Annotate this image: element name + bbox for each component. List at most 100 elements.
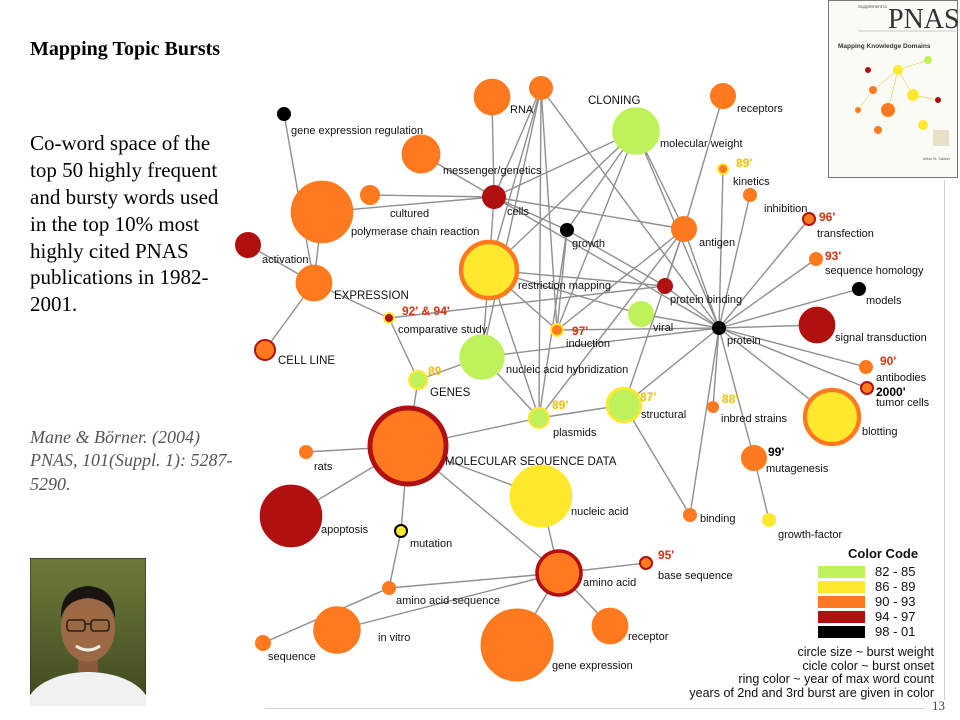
edge-tumor_cells-protein: [718, 327, 868, 389]
legend-note: ring color ~ year of max word count: [738, 672, 934, 686]
node-label: viral: [653, 322, 673, 334]
node-label: CELL LINE: [278, 355, 335, 367]
divider: [265, 708, 925, 709]
node-label: molecular weight: [660, 138, 743, 150]
node-polymerase-chain-reaction: polymerase chain reaction: [290, 180, 479, 244]
node-label: blotting: [862, 426, 897, 438]
node-circle: [802, 212, 816, 226]
node-label: restriction mapping: [518, 280, 611, 292]
pnas-cover-icon: Supplement to PNAS Mapping Knowledge Dom…: [828, 0, 960, 178]
node-expression: EXPRESSION: [295, 264, 409, 302]
node-gene-expression: gene expression: [480, 608, 633, 682]
node-circle: [382, 581, 396, 595]
node-circle: [528, 407, 550, 429]
node-circle: [671, 216, 697, 242]
legend-title: Color Code: [848, 546, 919, 561]
node-circle: [683, 508, 697, 522]
author-photo: [30, 558, 146, 706]
node-label: activation: [262, 254, 308, 266]
node-binding: binding: [683, 508, 735, 525]
edge-structural-binding: [623, 404, 691, 516]
node-label: growth: [572, 238, 605, 250]
edge-amino_acid-amino_acid_sequence: [388, 572, 560, 589]
edge-cells-molecular_weight: [493, 130, 637, 198]
node-molecular-weight: molecular weight: [612, 107, 743, 155]
node-circle: [367, 405, 449, 487]
node-label: apoptosis: [321, 524, 369, 536]
node-rna: RNA: [473, 78, 534, 116]
edge-antibodies-protein: [718, 327, 867, 368]
edge-protein-binding: [689, 327, 720, 516]
node-circle: [482, 185, 506, 209]
edge-cells-growth: [493, 196, 568, 231]
burst-year-label: 96': [819, 210, 835, 224]
node-label: gene expression regulation: [291, 125, 423, 137]
node-nucleic-acid: nucleic acid: [509, 464, 628, 528]
node-circle: [802, 387, 862, 447]
node-blotting: blotting: [802, 387, 897, 447]
node-label: receptor: [628, 631, 669, 643]
node-receptor: receptor: [591, 607, 669, 645]
node-sequence: sequence: [255, 635, 316, 663]
node-circle: [717, 163, 729, 175]
node-label: MOLECULAR SEQUENCE DATA: [445, 456, 617, 468]
cover-journal: PNAS: [888, 4, 958, 35]
node-inhibition: inhibition: [743, 188, 807, 215]
node-label: gene expression: [552, 660, 633, 672]
burst-year-label: 95': [658, 548, 674, 562]
node-growth-factor: growth-factor: [762, 513, 843, 541]
node-label: mutation: [410, 538, 452, 550]
node-circle: [762, 513, 776, 527]
node-messenger-genetics: messenger/genetics: [401, 134, 542, 177]
edge-amino_acid-in_vitro: [336, 572, 560, 631]
node-label: rats: [314, 461, 333, 473]
legend-row: 86 - 89: [818, 579, 938, 594]
node-label: comparative study: [398, 324, 488, 336]
node-restriction-mapping: restriction mapping: [458, 239, 611, 301]
node-label: polymerase chain reaction: [351, 226, 479, 238]
node-circle: [591, 607, 629, 645]
edge-antigen-induction: [556, 228, 685, 331]
burst-year-label: 92' & 94': [402, 304, 450, 318]
node-label: EXPRESSION: [334, 290, 409, 302]
edge-inbred_strains-protein: [712, 327, 720, 408]
edge-protein_binding-protein: [664, 285, 720, 329]
node-circle: [741, 445, 767, 471]
node-circle: [743, 188, 757, 202]
edge-induction-protein: [556, 327, 720, 331]
burst-year-label: 99': [768, 445, 784, 459]
edge-comparative_study-genes: [388, 317, 419, 381]
node-label: protein: [727, 335, 761, 347]
edge-molecular_weight-induction: [556, 130, 637, 331]
burst-year-label: 97': [572, 324, 588, 338]
node-comparative-study: comparative study 92' & 94': [383, 304, 488, 336]
legend-note: years of 2nd and 3rd burst are given in …: [689, 685, 934, 700]
node-label: inbred strains: [721, 413, 788, 425]
edge-mutation-amino_acid_sequence: [388, 530, 402, 589]
node-label: amino acid: [583, 577, 636, 589]
legend-note: circle size ~ burst weight: [797, 645, 934, 659]
node-label: growth-factor: [778, 529, 843, 541]
edge-plasmids-antigen: [538, 228, 685, 419]
legend-row: 98 - 01: [818, 624, 938, 639]
node-label: tumor cells: [876, 397, 930, 409]
node-in-vitro: in vitro: [313, 606, 410, 654]
edge-receptors-antigen: [683, 95, 724, 230]
burst-year-label: 93': [825, 249, 841, 263]
node-label: nucleic acid: [571, 506, 628, 518]
legend-row: 82 - 85: [818, 564, 938, 579]
node-label: in vitro: [378, 632, 410, 644]
node-circle: [394, 524, 408, 538]
edge-nucleic_acid_hybridization-protein: [481, 327, 720, 358]
node-circle: [657, 278, 673, 294]
edge-models-protein: [718, 288, 860, 329]
node-label: RNA: [510, 104, 534, 116]
node-circle: [859, 360, 873, 374]
node-label: induction: [566, 338, 610, 350]
